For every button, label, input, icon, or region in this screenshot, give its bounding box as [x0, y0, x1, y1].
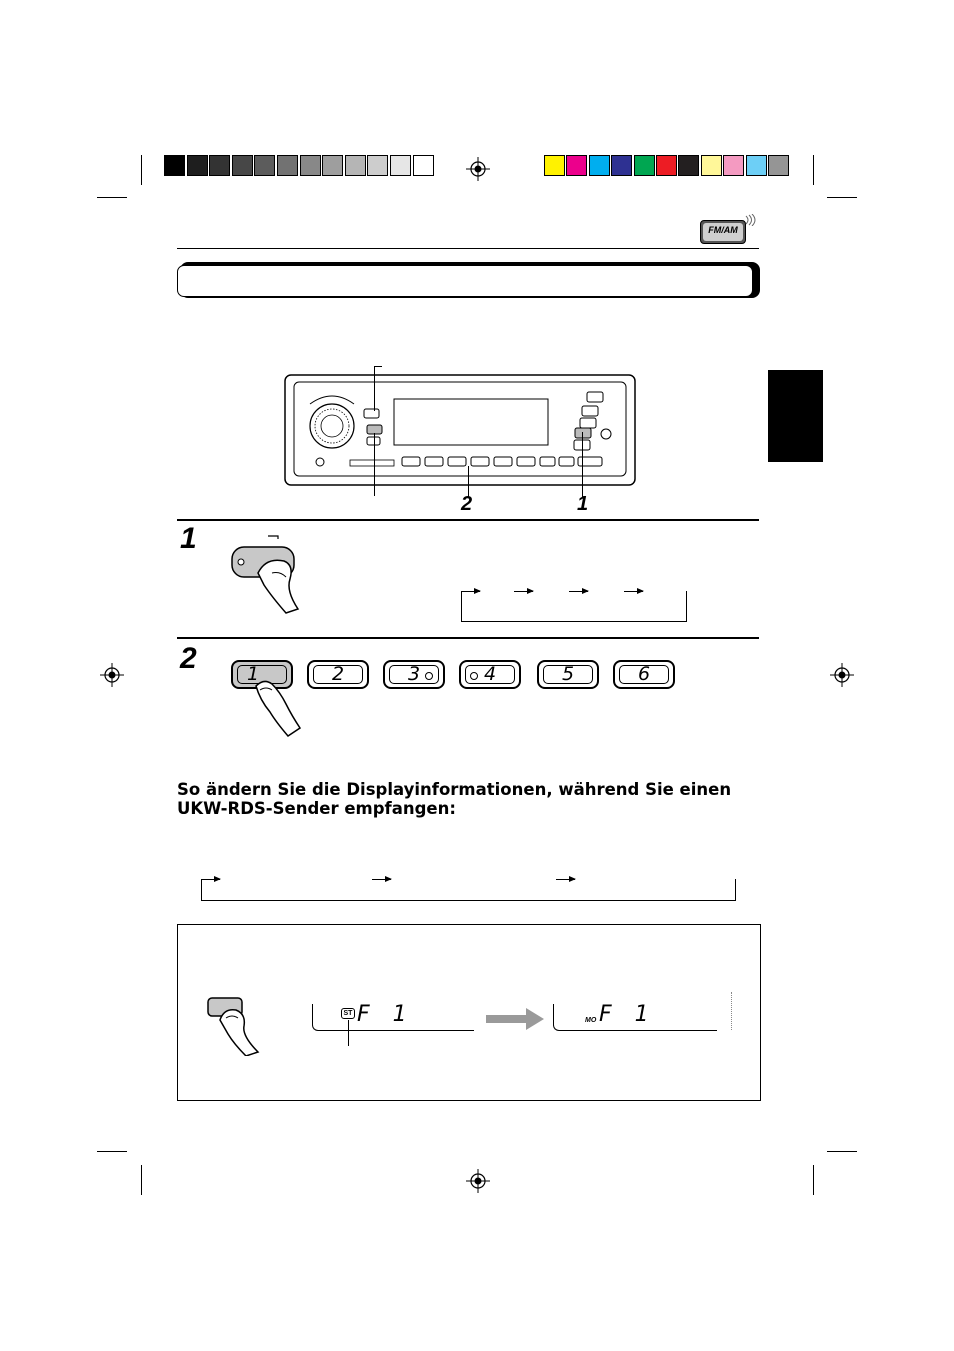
- callout-line: [374, 366, 382, 367]
- greyscale-swatch: [231, 155, 253, 176]
- greyscale-swatch: [412, 155, 434, 176]
- color-swatch: [566, 155, 588, 176]
- step-divider: [177, 519, 759, 521]
- car-stereo-illustration: [284, 374, 636, 491]
- arrow-icon: [624, 588, 644, 594]
- preset-label: 5: [561, 663, 575, 685]
- step-number-1: 1: [180, 522, 197, 555]
- greyscale-swatch: [390, 155, 411, 176]
- preset-button-3[interactable]: 3: [383, 660, 445, 689]
- greyscale-swatch: [186, 155, 208, 176]
- fm-am-badge: FM/AM: [700, 220, 746, 244]
- greyscale-swatch: [344, 155, 366, 176]
- greyscale-swatch: [299, 155, 321, 176]
- greyscale-swatch: [209, 155, 231, 176]
- display-right-text: F 1: [599, 1002, 657, 1027]
- greyscale-swatch: [322, 155, 344, 176]
- color-swatch: [633, 155, 655, 176]
- st-indicator: ST: [341, 1008, 355, 1019]
- display-edge-dots: [731, 992, 733, 1030]
- crop-mark: [813, 155, 814, 185]
- greyscale-swatch: [164, 155, 185, 176]
- cycle-diagram-1: [461, 591, 687, 622]
- color-swatch: [611, 155, 633, 176]
- preset-label: 3: [407, 663, 421, 685]
- arrow-icon: [514, 588, 534, 594]
- preset-label: 2: [331, 663, 345, 685]
- preset-label: 4: [483, 663, 497, 685]
- preset-button-4[interactable]: 4: [459, 660, 521, 689]
- display-right-frame: [553, 1004, 717, 1031]
- registration-mark-icon: [466, 157, 490, 181]
- transition-arrow-icon: [486, 1008, 544, 1035]
- callout-line: [374, 366, 375, 411]
- crop-mark: [97, 1151, 127, 1152]
- finger-press-button-icon: [228, 533, 308, 620]
- side-tab: [768, 370, 823, 462]
- preset-button-5[interactable]: 5: [537, 660, 599, 689]
- greyscale-swatch: [277, 155, 298, 176]
- step-number-2: 2: [180, 642, 197, 675]
- registration-mark-icon: [830, 663, 854, 687]
- callout-line: [582, 432, 583, 498]
- crop-mark: [827, 1151, 857, 1152]
- arrow-icon: [372, 876, 392, 882]
- color-swatch: [656, 155, 677, 176]
- crop-mark: [141, 1165, 142, 1195]
- radio-wave-icon: [744, 213, 758, 231]
- crop-mark: [813, 1165, 814, 1195]
- callout-label-1: 1: [577, 493, 589, 515]
- mo-indicator: MO: [585, 1017, 597, 1024]
- display-left-frame: [312, 1004, 474, 1031]
- preset-button-2[interactable]: 2: [307, 660, 369, 689]
- preset-label: 1: [247, 663, 260, 685]
- crop-mark: [141, 155, 142, 185]
- section-heading: So ändern Sie die Displayinformationen, …: [177, 780, 732, 818]
- registration-mark-icon: [466, 1169, 490, 1193]
- info-box: [177, 924, 761, 1101]
- crop-mark: [827, 197, 857, 198]
- color-swatch: [544, 155, 565, 176]
- arrow-icon: [556, 876, 576, 882]
- greyscale-swatch: [367, 155, 389, 176]
- greyscale-swatch: [254, 155, 276, 176]
- crop-mark: [97, 197, 127, 198]
- callout-line: [374, 433, 375, 496]
- arrow-icon: [569, 588, 589, 594]
- preset-button-6[interactable]: 6: [613, 660, 675, 689]
- badge-label: FM/AM: [708, 225, 738, 235]
- step-divider: [177, 637, 759, 639]
- arrow-icon: [201, 876, 221, 882]
- callout-line: [348, 1020, 349, 1046]
- color-swatch: [678, 155, 700, 176]
- st-indicator-label: ST: [343, 1010, 353, 1017]
- preset-label: 6: [637, 663, 651, 685]
- cycle-diagram-2: [201, 879, 736, 901]
- finger-icon: [246, 678, 306, 743]
- color-swatch: [768, 155, 789, 176]
- arrow-icon: [461, 588, 481, 594]
- callout-line: [468, 466, 469, 498]
- header-rule: [177, 248, 759, 249]
- callout-label-2: 2: [461, 493, 473, 515]
- finger-press-button-icon: [206, 996, 266, 1061]
- display-left-text: F 1: [357, 1002, 415, 1027]
- color-swatch: [588, 155, 610, 176]
- section-title-bar: [177, 265, 753, 297]
- registration-mark-icon: [100, 663, 124, 687]
- color-swatch: [745, 155, 767, 176]
- color-swatch: [700, 155, 722, 176]
- color-swatch: [723, 155, 745, 176]
